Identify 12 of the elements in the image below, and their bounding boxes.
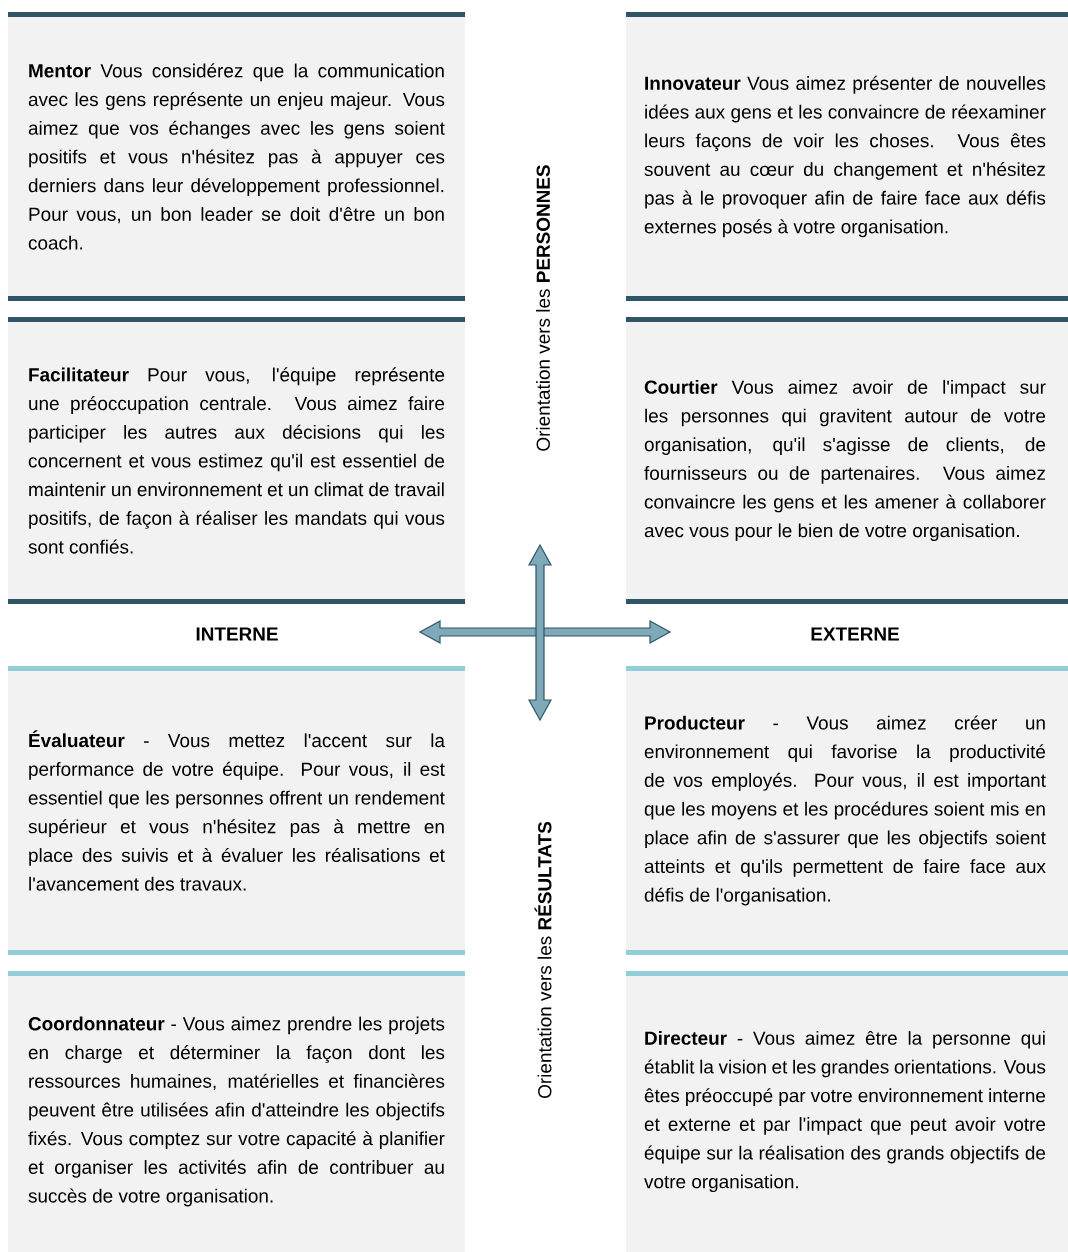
side-label: EXTERNE xyxy=(811,627,899,641)
text-box: Coordonnateur - Vous aimez prendre les projets en charge et déterminer la façon dont les ressources humaines, matérielles et financières peuvent être utilisées afin d'atteindre les objectifs fixés. Vous comptez sur votre capacité à planifier et organiser les activités afin de contribuer au succès de votre organisation. xyxy=(8,971,465,1252)
text-box: Facilitateur Pour vous, l'équipe représente une préoccupation centrale. Vous aimez faire participer les autres aux décisions qui les concernent et vous estimez qu'il est essentiel de maintenir un environnement et un climat de travail positifs, de façon à réaliser les mandats qui vous sont confiés. xyxy=(8,317,465,604)
axis-label: Orientation vers les RÉSULTATS xyxy=(534,821,552,1098)
axis-label: Orientation vers les PERSONNES xyxy=(536,165,550,451)
text-box: Évaluateur - Vous mettez l'accent sur la performance de votre équipe. Pour vous, il est essentiel que les personnes offrent un rendement supérieur et vous n'hésitez pas à mettre en place des suivis et à évaluer les réalisations et l'avancement des travaux. xyxy=(8,666,465,955)
text-box: Producteur - Vous aimez créer un environnement qui favorise la productivité de vos employés. Pour vous, il est important que les moyens et les procédures soient mis en place afin de s'assurer que les objectifs soient atteints et qu'ils permettent de faire face aux défis de l'organisation. xyxy=(626,666,1068,955)
text-box: Mentor Vous considérez que la communication avec les gens représente un enjeu majeur. Vous aimez que vos échanges avec les gens soient positifs et vous n'hésitez pas à appuyer ces derniers dans leur développement professionnel. Pour vous, un bon leader se doit d'être un bon coach. xyxy=(8,12,465,301)
side-label: INTERNE xyxy=(196,627,278,641)
text-box: Courtier Vous aimez avoir de l'impact sur les personnes qui gravitent autour de votre organisation, qu'il s'agisse de clients, de fournisseurs ou de partenaires. Vous aimez convaincre les gens et les amener à collaborer avec vous pour le bien de votre organisation. xyxy=(626,317,1068,604)
text-box: Innovateur Vous aimez présenter de nouvelles idées aux gens et les convaincre de réexaminer leurs façons de voir les choses. Vous êtes souvent au cœur du changement et n'hésitez pas à le provoquer afin de faire face aux défis externes posés à votre organisation. xyxy=(626,12,1068,301)
text-box: Directeur - Vous aimez être la personne qui établit la vision et les grandes orientations. Vous êtes préoccupé par votre environnement interne et externe et par l'impact que peut avoir votre équipe sur la réalisation des grands objectifs de votre organisation. xyxy=(626,971,1068,1252)
